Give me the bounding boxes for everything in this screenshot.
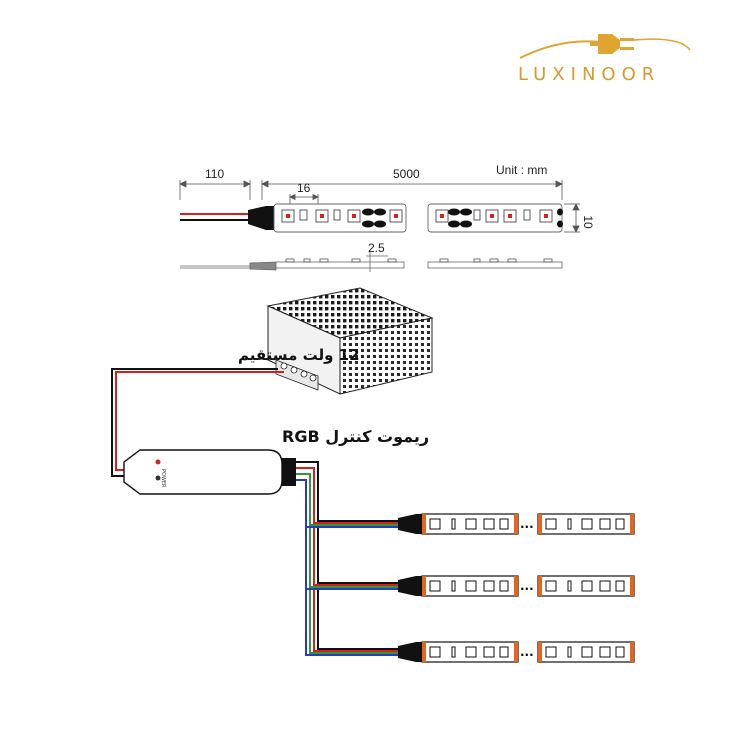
led-chip <box>581 580 593 592</box>
dim-thickness: 2.5 <box>368 241 385 255</box>
strip-row-1: ... <box>306 513 635 535</box>
rgb-remote-label: ریموت کنترل RGB <box>282 427 429 446</box>
led-chip <box>599 518 611 530</box>
strip-row-2: ... <box>306 575 635 597</box>
dim-lead-length: 110 <box>205 167 224 181</box>
dc-power-wires <box>111 368 284 477</box>
power-supply-label: 12 ولت مستقیم <box>238 346 360 364</box>
led-chip <box>429 580 441 592</box>
plug-icon <box>590 34 634 54</box>
dim-unit: Unit : mm <box>496 163 547 177</box>
strip-connector <box>398 642 424 662</box>
dim-segment-pitch: 16 <box>297 181 311 195</box>
led-chip <box>599 580 611 592</box>
power-marking: POWER <box>160 469 166 488</box>
rgb-bus-wires <box>296 461 319 656</box>
power-supply-unit <box>266 287 434 395</box>
led-chip <box>483 646 495 658</box>
strip-connector <box>398 514 424 534</box>
led-chip <box>567 580 572 592</box>
strip-lead-wires <box>180 206 276 230</box>
strip-connector <box>398 576 424 596</box>
rgb-controller: POWER <box>123 449 296 495</box>
strip-top-view <box>273 203 563 233</box>
power-icon <box>155 459 161 481</box>
led-chip <box>567 518 572 530</box>
led-chip <box>465 518 477 530</box>
led-chip <box>483 518 495 530</box>
led-chip <box>545 646 557 658</box>
continuation-ellipsis: ... <box>520 517 534 531</box>
luxinoor-logo: LUXINOOR <box>518 34 691 85</box>
dim-width: 10 <box>581 215 595 229</box>
led-chip <box>545 518 557 530</box>
logo-swoosh <box>519 40 601 59</box>
strip-side-view <box>180 250 563 272</box>
led-chip <box>429 646 441 658</box>
led-strip-rows: ......... <box>306 513 635 663</box>
led-chip <box>465 646 477 658</box>
dim-strip-length: 5000 <box>393 167 420 181</box>
strip-dimension-drawing <box>179 180 580 233</box>
led-chip <box>545 580 557 592</box>
led-chip <box>429 518 441 530</box>
led-chip <box>567 646 572 658</box>
continuation-ellipsis: ... <box>520 579 534 593</box>
led-chip <box>451 518 456 530</box>
strip-row-3: ... <box>306 641 635 663</box>
led-chip <box>451 646 456 658</box>
led-chip <box>581 646 593 658</box>
led-chip <box>599 646 611 658</box>
led-chip <box>581 518 593 530</box>
led-chip <box>465 580 477 592</box>
led-chip <box>483 580 495 592</box>
continuation-ellipsis: ... <box>520 645 534 659</box>
logo-text: LUXINOOR <box>518 64 660 85</box>
led-chip <box>451 580 456 592</box>
